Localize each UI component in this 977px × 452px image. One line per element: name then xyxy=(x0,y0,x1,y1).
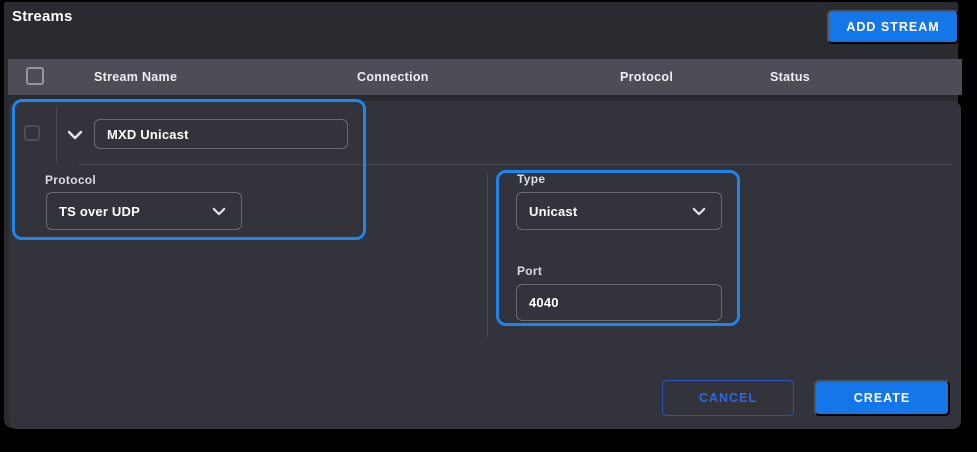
expanded-stream-card xyxy=(9,101,961,429)
protocol-select-value: TS over UDP xyxy=(59,203,140,219)
column-header-protocol: Protocol xyxy=(620,70,674,84)
stream-name-input[interactable] xyxy=(94,119,348,149)
form-columns-divider xyxy=(487,174,488,337)
protocol-select[interactable]: TS over UDP xyxy=(46,192,242,230)
type-label: Type xyxy=(517,172,546,186)
protocol-label: Protocol xyxy=(45,173,97,187)
cancel-button[interactable]: CANCEL xyxy=(662,380,794,416)
row-checkbox[interactable] xyxy=(24,125,40,141)
streams-panel: Streams ADD STREAM Stream Name Connectio… xyxy=(4,2,962,429)
select-all-checkbox[interactable] xyxy=(26,67,44,85)
column-header-status: Status xyxy=(770,70,811,84)
chevron-down-icon xyxy=(692,207,706,215)
chevron-down-icon[interactable] xyxy=(67,130,83,140)
row-divider xyxy=(56,106,57,162)
create-button[interactable]: CREATE xyxy=(814,380,950,416)
port-label: Port xyxy=(517,264,543,278)
column-header-stream-name: Stream Name xyxy=(94,70,178,84)
add-stream-button[interactable]: ADD STREAM xyxy=(827,10,959,44)
table-header-row: Stream Name Connection Protocol Status xyxy=(8,59,962,95)
chevron-down-icon xyxy=(212,207,226,215)
type-select[interactable]: Unicast xyxy=(516,192,722,230)
row-form-divider xyxy=(79,164,952,165)
page-title: Streams xyxy=(12,8,73,25)
port-input[interactable] xyxy=(516,284,722,321)
column-header-connection: Connection xyxy=(357,70,429,84)
type-select-value: Unicast xyxy=(529,203,578,219)
